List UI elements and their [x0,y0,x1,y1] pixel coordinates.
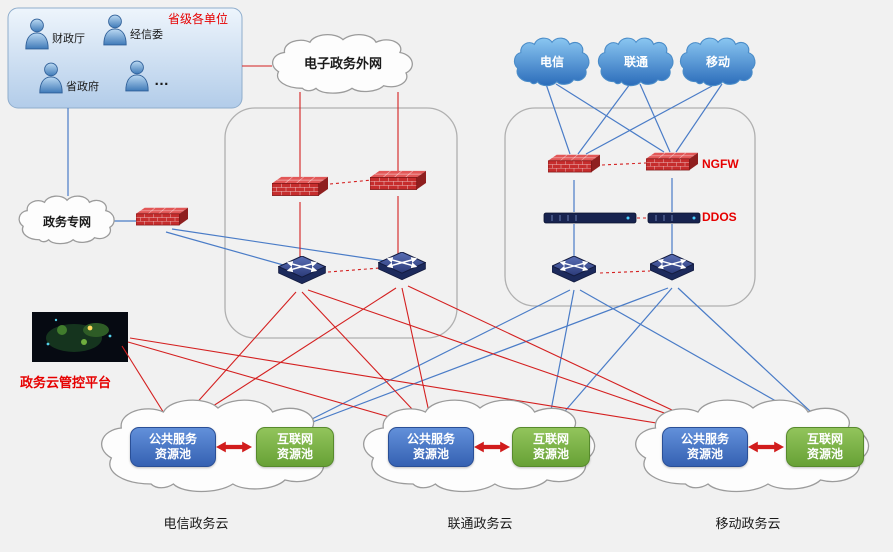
public-pool-label: 公共服务资源池 [406,432,455,461]
govnet-switch-icon [136,207,188,226]
right-network-zone [504,107,756,307]
center-switch-2-icon [379,252,426,280]
public-pool-box-telecom: 公共服务资源池 [130,427,216,467]
cloud-name-mobile: 移动政务云 [715,516,781,531]
center-switch-1-icon [279,256,326,284]
org-box-title: 省级各单位 [168,12,229,26]
zone-containers [224,107,756,339]
gov-private-net-label: 政务专网 [42,215,91,229]
public-pool-box-mobile: 公共服务资源池 [662,427,748,467]
provincial-units-box [7,7,243,109]
org-member-label: 经信委 [130,29,163,41]
internet-pool-box-unicom: 互联网资源池 [512,427,590,467]
internet-pool-label: 互联网资源池 [806,432,843,461]
ddos-appliance-1-icon [543,212,637,224]
ngfw-1-icon [548,154,600,173]
internet-pool-box-telecom: 互联网资源池 [256,427,334,467]
center-firewall-1-icon [272,176,328,196]
internet-pool-box-mobile: 互联网资源池 [786,427,864,467]
org-member-label: 省政府 [66,81,99,93]
carrier-label-mobile: 移动 [705,55,730,69]
internet-pool-label: 互联网资源池 [532,432,569,461]
red-link-lines [121,65,707,431]
public-pool-box-unicom: 公共服务资源池 [388,427,474,467]
ddos-label: DDOS [702,210,737,224]
cloud-name-unicom: 联通政务云 [447,516,513,531]
public-pool-label: 公共服务资源池 [148,432,197,461]
center-firewall-2-icon [370,170,426,190]
ddos-appliance-2-icon [647,212,701,224]
internet-pool-label: 互联网资源池 [276,432,313,461]
blue-link-lines [67,83,827,427]
cloud-name-telecom: 电信政务云 [163,516,229,531]
org-member-ellipsis: … [154,72,169,89]
earth-map-icon [32,312,128,362]
right-switch-1-icon [552,256,596,282]
public-pool-label: 公共服务资源池 [680,432,729,461]
carrier-label-unicom: 联通 [623,55,648,69]
org-member-label: 财政厅 [52,33,85,45]
red-dotted-peer-links [327,162,651,274]
center-network-zone [224,107,458,339]
ngfw-label: NGFW [702,157,739,171]
right-switch-2-icon [650,254,694,280]
egov-extranet-label: 电子政务外网 [303,56,382,71]
mgmt-platform-label: 政务云管控平台 [20,375,112,390]
carrier-label-telecom: 电信 [539,55,564,69]
ngfw-2-icon [646,152,698,171]
